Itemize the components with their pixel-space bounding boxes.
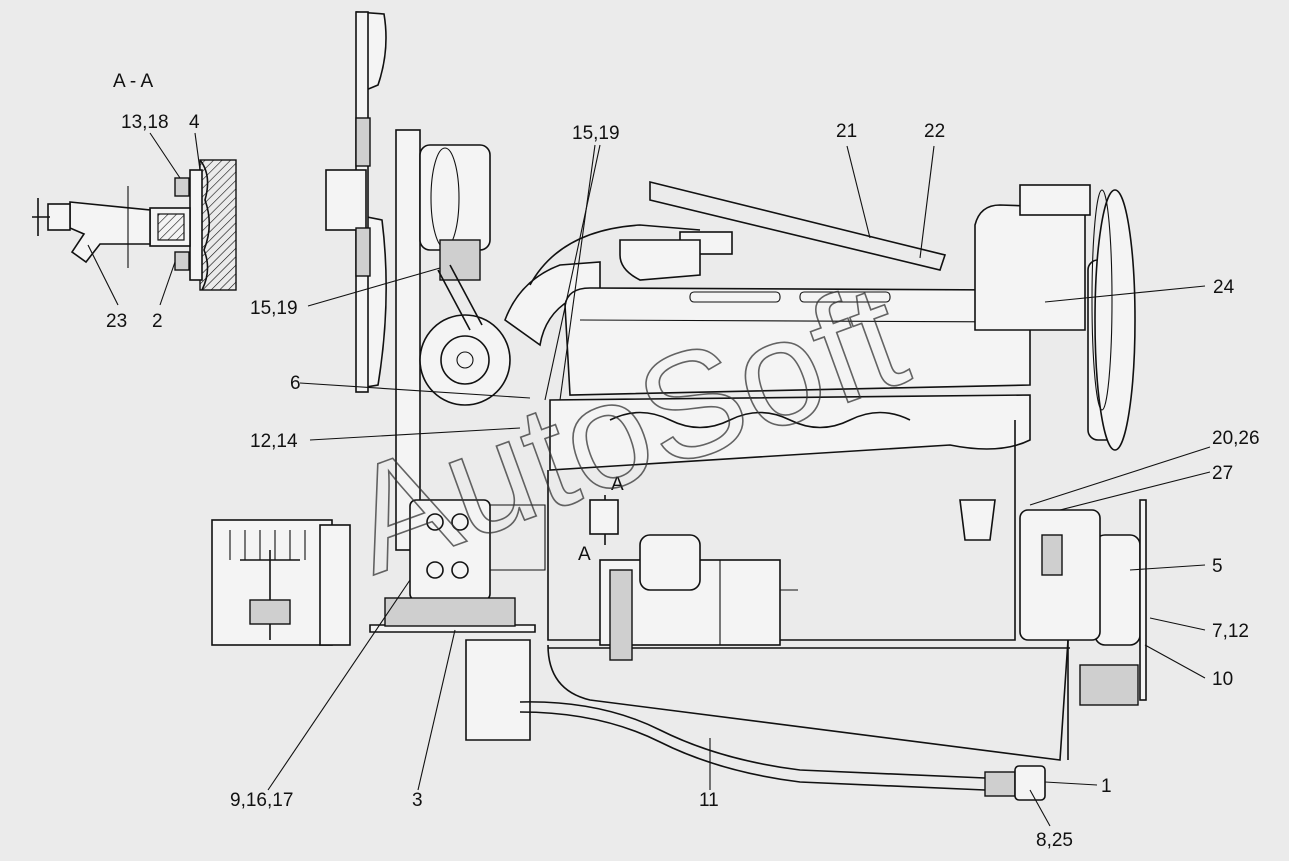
drain-pipe [519,701,1046,801]
callout-20-26: 20,26 [1212,428,1260,449]
coolant-pipes [504,180,947,347]
callout-22: 22 [924,121,945,142]
callout-7-12: 7,12 [1212,621,1249,642]
callout-9-16-17: 9,16,17 [230,790,293,811]
callout-13-18: 13,18 [121,112,169,133]
callout-1: 1 [1101,776,1112,797]
fuel-pump-bracket [369,499,546,741]
section-cut-marks: A A [578,474,624,565]
callout-2: 2 [152,311,163,332]
water-pump [419,239,511,406]
section-a-a-detail [32,159,237,291]
callout-15-19-left: 15,19 [250,298,298,319]
callout-5: 5 [1212,556,1223,577]
section-title: A - A [113,71,153,92]
callout-24: 24 [1213,277,1235,298]
air-compressor [974,184,1136,451]
callout-4: 4 [189,112,200,133]
callout-3: 3 [412,790,423,811]
generator [211,519,351,646]
callout-10: 10 [1212,669,1233,690]
callout-23: 23 [106,311,127,332]
fan-assembly [325,11,491,551]
callout-6: 6 [290,373,301,394]
callout-21: 21 [836,121,857,142]
leader-lines [87,132,1211,827]
callout-15-19-top: 15,19 [572,123,620,144]
section-mark-a-lower: A [578,544,591,565]
crankshaft-pulley [1019,499,1147,706]
callout-27: 27 [1212,463,1233,484]
callout-labels: A - A 13,18 4 23 2 15,19 21 22 24 15,19 … [106,71,1260,851]
callout-8-25: 8,25 [1036,830,1073,851]
starter-motor [599,534,798,661]
callout-11: 11 [699,790,719,811]
section-mark-a-upper: A [611,474,624,495]
engine-block [547,287,1070,761]
callout-12-14: 12,14 [250,431,298,452]
